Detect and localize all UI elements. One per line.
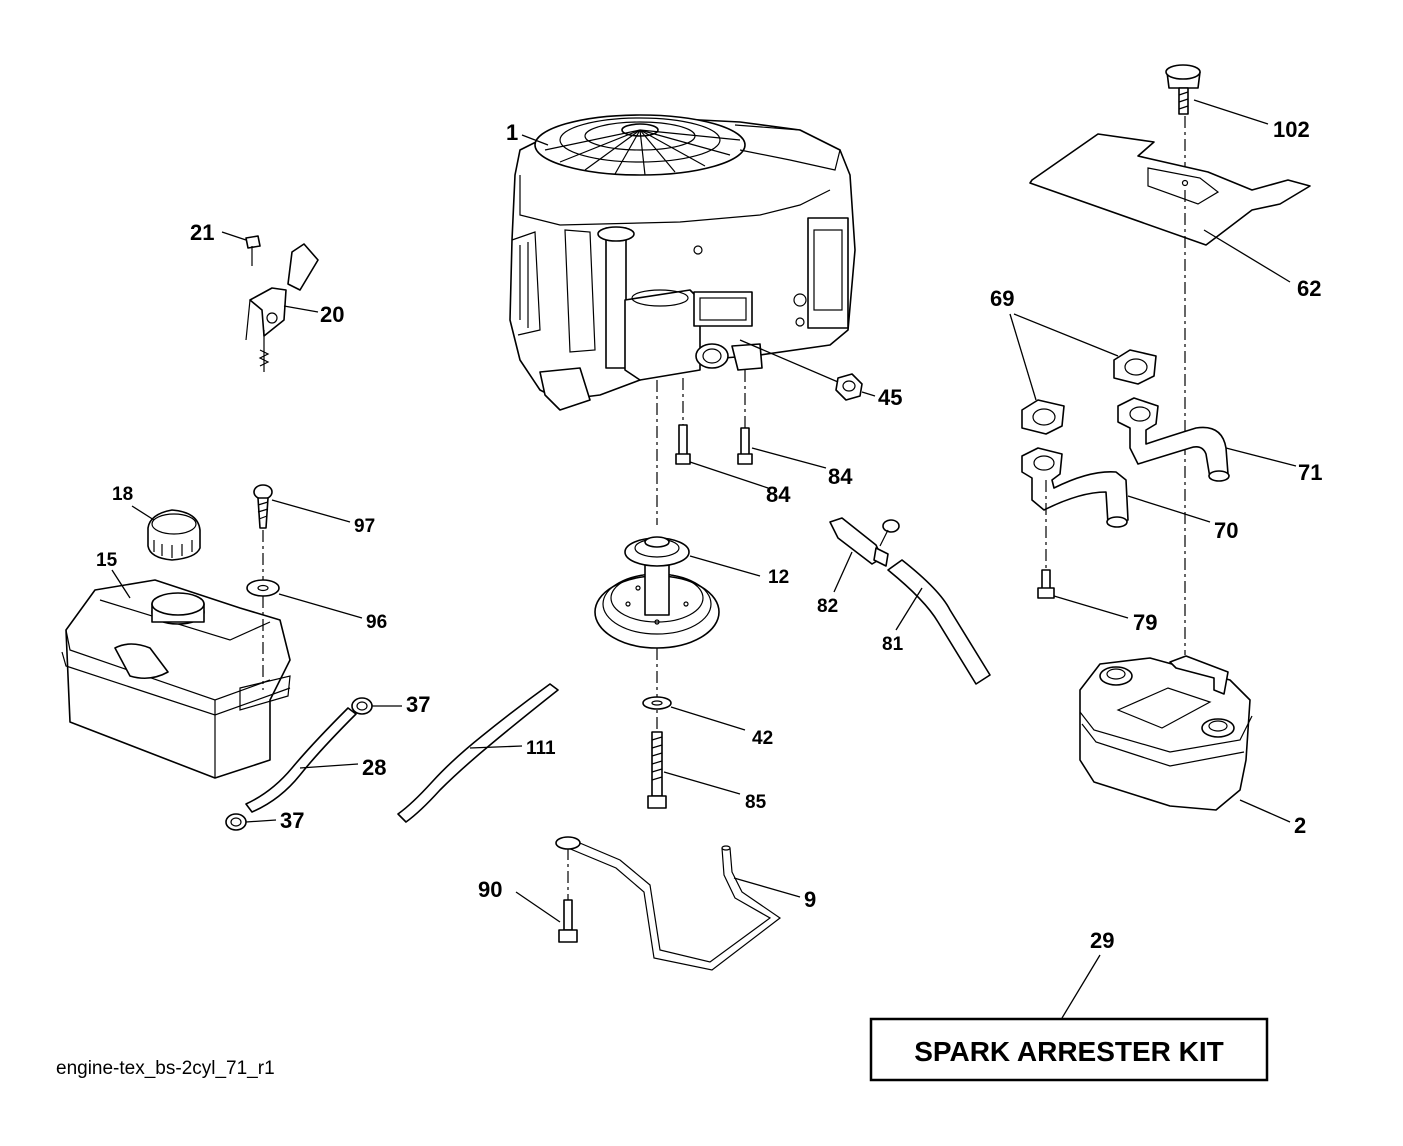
bolt-part-84-a[interactable]: [675, 424, 691, 465]
hose-part-81[interactable]: [887, 559, 991, 685]
callout-42: 42: [752, 728, 773, 749]
fuel-cap-part-18[interactable]: [147, 509, 201, 561]
callout-37-lower: 37: [280, 808, 304, 833]
clamp-part-37-lower[interactable]: [225, 813, 247, 831]
callout-9: 9: [804, 887, 816, 912]
callout-29: 29: [1090, 928, 1114, 953]
throttle-control-part-20[interactable]: [245, 243, 319, 372]
callout-37-upper: 37: [406, 692, 430, 717]
callout-84-b: 84: [828, 464, 853, 489]
callout-62: 62: [1297, 276, 1321, 301]
callout-102: 102: [1273, 117, 1310, 142]
screw-part-97[interactable]: [253, 484, 273, 529]
drawing-reference-label: engine-tex_bs-2cyl_71_r1: [56, 1058, 275, 1079]
bolt-part-102[interactable]: [1165, 64, 1201, 115]
bolt-part-84-b[interactable]: [737, 427, 753, 465]
washer-part-42[interactable]: [642, 696, 672, 710]
callout-85: 85: [745, 792, 767, 813]
callout-79: 79: [1133, 610, 1157, 635]
callout-18: 18: [112, 484, 133, 505]
exhaust-pipe-part-70[interactable]: [1021, 447, 1129, 528]
bolt-part-90[interactable]: [558, 899, 578, 943]
callout-71: 71: [1298, 460, 1322, 485]
bolt-part-79[interactable]: [1037, 569, 1055, 599]
screw-part-21[interactable]: [245, 235, 261, 266]
exhaust-pipe-part-71[interactable]: [1117, 397, 1230, 482]
callout-28: 28: [362, 755, 386, 780]
callout-45: 45: [878, 385, 902, 410]
pulley-part-12[interactable]: [594, 536, 720, 649]
spark-arrester-kit-label: SPARK ARRESTER KIT: [914, 1036, 1224, 1067]
callout-84-a: 84: [766, 482, 791, 507]
callout-69: 69: [990, 286, 1014, 311]
callout-82: 82: [817, 596, 838, 617]
engine-part-1[interactable]: [509, 114, 856, 525]
callout-111: 111: [526, 738, 556, 759]
gasket-part-69-b[interactable]: [1021, 399, 1065, 435]
bolt-part-85[interactable]: [647, 731, 667, 809]
callout-21: 21: [190, 220, 214, 245]
callout-96: 96: [366, 612, 387, 633]
callout-1: 1: [506, 120, 518, 145]
callout-20: 20: [320, 302, 344, 327]
callout-70: 70: [1214, 518, 1238, 543]
callout-90: 90: [478, 877, 502, 902]
callout-12: 12: [768, 567, 789, 588]
callout-97: 97: [354, 516, 375, 537]
muffler-part-2[interactable]: [1079, 655, 1253, 811]
clamp-part-37-upper[interactable]: [351, 697, 373, 715]
callout-15: 15: [96, 550, 118, 571]
washer-part-96[interactable]: [246, 579, 280, 597]
fitting-part-82[interactable]: [829, 517, 900, 567]
rod-part-9[interactable]: [555, 836, 782, 971]
gasket-part-69-a[interactable]: [1113, 349, 1157, 385]
fuel-tank-part-15[interactable]: [61, 579, 291, 779]
callout-81: 81: [882, 634, 904, 655]
heat-shield-part-62[interactable]: [1029, 133, 1311, 246]
fuel-line-part-28[interactable]: [245, 707, 357, 813]
nut-part-45[interactable]: [835, 373, 863, 401]
spark-arrester-kit-box[interactable]: [869, 1017, 1269, 1082]
hose-part-111[interactable]: [397, 683, 559, 823]
callout-2: 2: [1294, 813, 1306, 838]
